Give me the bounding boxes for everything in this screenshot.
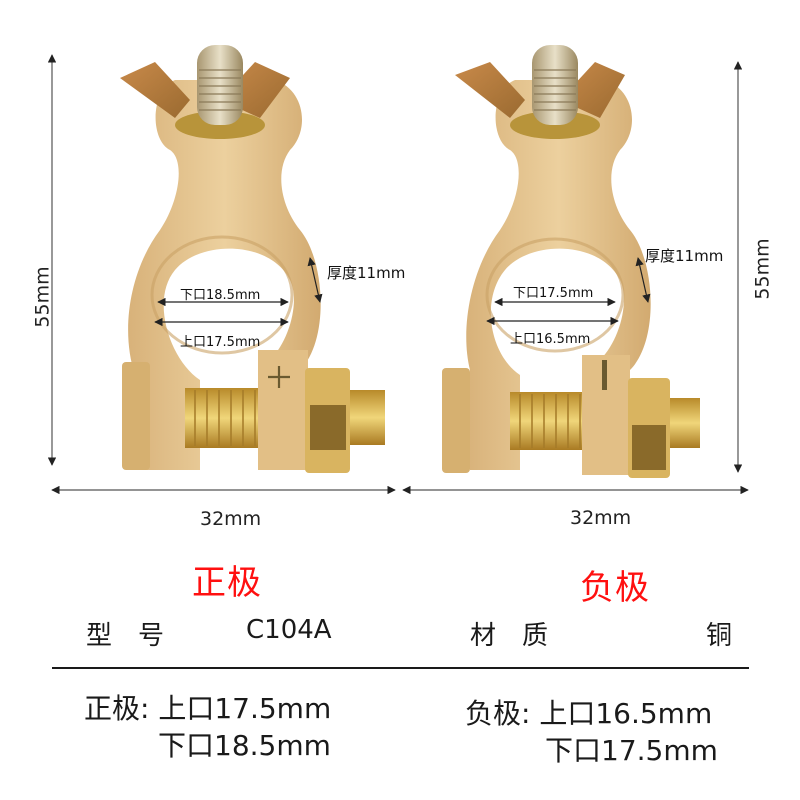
left-width-label: 32mm	[200, 508, 262, 530]
negative-summary-line1: 负极: 上口16.5mm	[465, 697, 713, 730]
negative-terminal-image	[442, 45, 700, 478]
model-value: C104A	[246, 615, 332, 645]
left-height-label: 55mm	[31, 266, 54, 328]
positive-summary-line1: 正极: 上口17.5mm	[84, 692, 332, 725]
material-label: 材 质	[470, 621, 549, 651]
section-divider	[52, 667, 749, 669]
positive-summary-line2: 下口18.5mm	[158, 729, 331, 762]
positive-lower-opening: 下口18.5mm	[180, 288, 261, 303]
dimension-lines	[47, 54, 749, 495]
negative-title: 负极	[580, 568, 650, 608]
material-value: 铜	[706, 621, 733, 651]
negative-thickness: 厚度11mm	[645, 247, 724, 265]
right-height-label: 55mm	[751, 238, 774, 300]
model-label: 型 号	[86, 621, 165, 651]
negative-lower-opening: 下口17.5mm	[513, 286, 594, 301]
negative-upper-opening: 上口16.5mm	[510, 332, 591, 347]
positive-terminal-image	[120, 45, 385, 473]
negative-summary-line2: 下口17.5mm	[545, 734, 718, 767]
positive-thickness: 厚度11mm	[327, 264, 406, 282]
right-width-label: 32mm	[570, 507, 632, 529]
positive-upper-opening: 上口17.5mm	[180, 335, 261, 350]
positive-title: 正极	[192, 563, 262, 603]
